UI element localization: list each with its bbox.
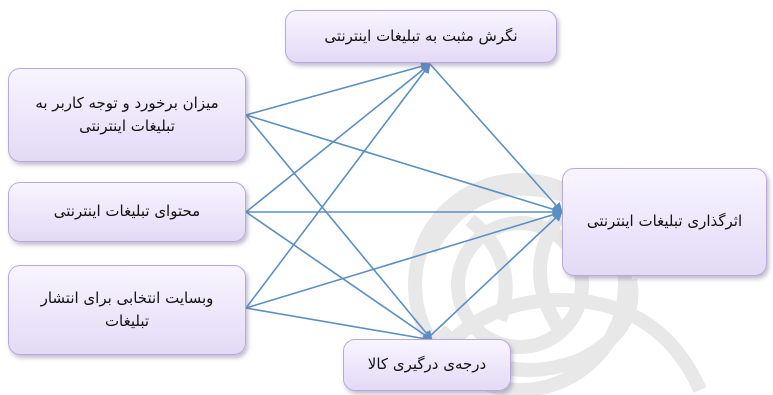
node-label: وبسایت انتخابی برای انتشار تبلیغات: [40, 288, 214, 330]
node-label: محتوای تبلیغات اینترنتی: [53, 202, 201, 221]
node-chosen-website: وبسایت انتخابی برای انتشار تبلیغات: [8, 265, 246, 355]
arrow-exposure_attention-to-product_involvement: [245, 114, 433, 341]
node-label: نگرش مثبت به تبلیغات اینترنتی: [324, 26, 518, 45]
arrow-product_involvement-to-ad_effectiveness: [427, 211, 563, 339]
arrow-positive_attitude-to-ad_effectiveness: [429, 63, 563, 213]
arrow-exposure_attention-to-positive_attitude: [245, 61, 431, 116]
node-product-involvement: درجه‌ی درگیری کالا: [343, 339, 511, 391]
node-exposure-attention: میزان برخورد و توجه کاربر به تبلیغات این…: [8, 68, 246, 162]
node-ad-effectiveness: اثرگذاری تبلیغات اینترنتی: [562, 168, 767, 276]
node-label: اثرگذاری تبلیغات اینترنتی: [586, 212, 743, 231]
node-label: میزان برخورد و توجه کاربر به تبلیغات این…: [35, 93, 219, 135]
node-label: درجه‌ی درگیری کالا: [367, 355, 487, 374]
arrow-ad_content-to-positive_attitude: [245, 63, 431, 213]
arrow-exposure_attention-to-ad_effectiveness: [245, 114, 563, 215]
arrow-chosen_website-to-product_involvement: [245, 307, 433, 344]
arrow-ad_content-to-product_involvement: [245, 211, 433, 341]
node-ad-content: محتوای تبلیغات اینترنتی: [8, 182, 246, 242]
arrow-chosen_website-to-positive_attitude: [245, 63, 431, 309]
arrow-chosen_website-to-ad_effectiveness: [245, 209, 563, 309]
node-positive-attitude: نگرش مثبت به تبلیغات اینترنتی: [285, 10, 557, 63]
